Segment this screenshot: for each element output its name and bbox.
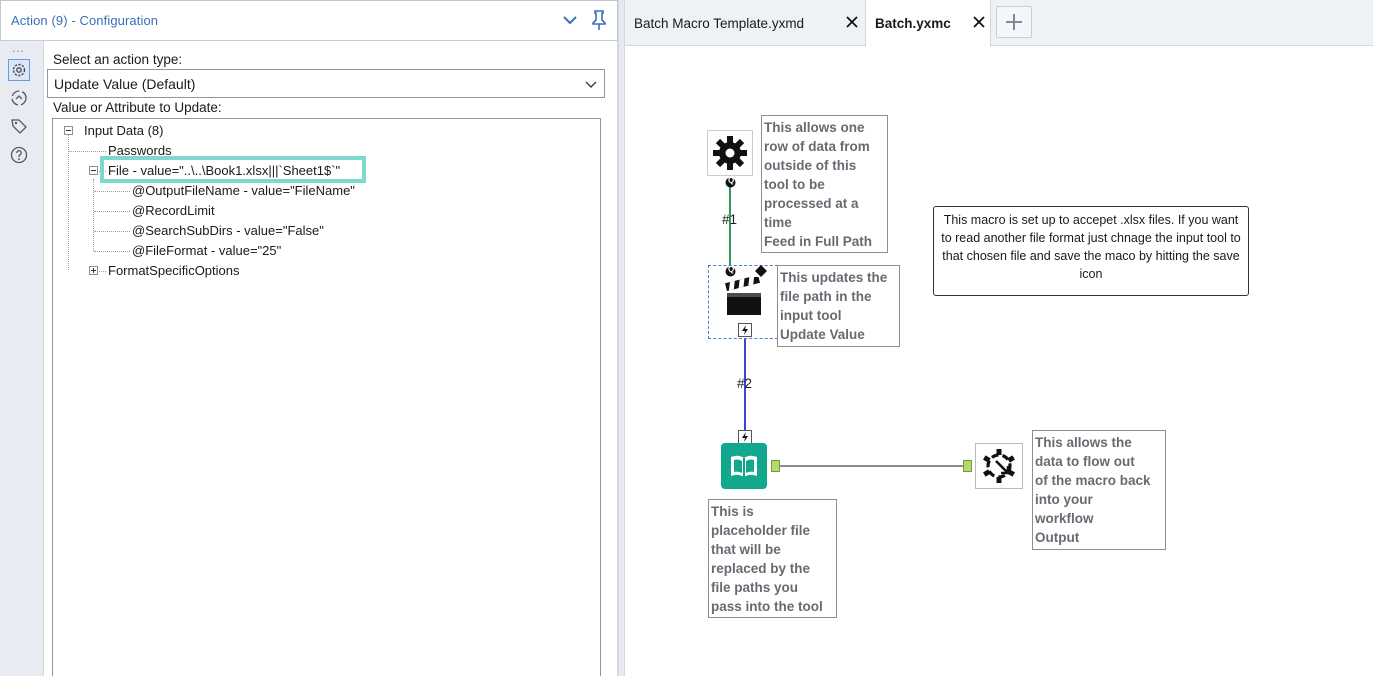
q-anchor-label: Q	[728, 176, 735, 185]
config-body: Select an action type: Update Value (Def…	[44, 41, 617, 676]
input-data-annotation: This is placeholder file that will be re…	[708, 499, 837, 618]
tree-node-file[interactable]: File - value="..\..\Book1.xlsx|||`Sheet1…	[108, 163, 341, 178]
tree-line	[68, 135, 69, 270]
attribute-tree[interactable]: Input Data (8) Passwords File - value=".…	[52, 118, 601, 676]
collapse-toggle[interactable]	[64, 126, 73, 135]
gear-icon	[707, 130, 753, 176]
control-parameter-annotation: This allows one row of data from outside…	[761, 115, 888, 253]
tree-line	[94, 191, 130, 192]
pin-icon[interactable]	[589, 9, 609, 31]
connection-progress-icon[interactable]	[8, 87, 30, 109]
tree-node-output-file-name[interactable]: @OutputFileName - value="FileName"	[132, 183, 355, 198]
tree-node-search-subdirs[interactable]: @SearchSubDirs - value="False"	[132, 223, 324, 238]
tree-node-file-format[interactable]: @FileFormat - value="25"	[132, 243, 282, 258]
action-type-label: Select an action type:	[53, 52, 183, 67]
plus-icon	[1006, 14, 1022, 30]
connection-label-2: #2	[737, 376, 753, 391]
tab-label: Batch Macro Template.yxmd	[634, 16, 805, 31]
close-icon[interactable]	[972, 15, 986, 29]
input-anchor[interactable]	[963, 460, 972, 472]
gear-arrow-icon	[983, 449, 1015, 483]
control-parameter-tool[interactable]	[706, 129, 754, 177]
config-icon-rail: ...	[0, 41, 44, 676]
connection-label-1: #1	[722, 212, 738, 227]
tree-line	[94, 231, 130, 232]
macro-output-annotation: This allows the data to flow out of the …	[1032, 430, 1166, 550]
chevron-down-icon[interactable]	[561, 11, 579, 29]
configuration-gear-icon[interactable]	[8, 59, 30, 81]
annotation-tag-icon[interactable]	[8, 115, 30, 137]
config-title: Action (9) - Configuration	[11, 13, 159, 28]
macro-output-tool[interactable]	[975, 443, 1023, 489]
tab-batch-macro-template[interactable]: Batch Macro Template.yxmd	[625, 0, 865, 46]
tree-node-format-specific-options[interactable]: FormatSpecificOptions	[108, 263, 240, 278]
add-tab-button[interactable]	[996, 6, 1032, 38]
tab-batch-yxmc[interactable]: Batch.yxmc	[865, 0, 991, 47]
tab-label: Batch.yxmc	[875, 16, 951, 31]
selected-file-highlight	[100, 156, 366, 183]
tree-line	[99, 271, 106, 272]
connection-lines	[729, 187, 967, 467]
clapperboard-icon	[725, 277, 761, 315]
input-data-tool[interactable]	[721, 443, 767, 489]
action-tool[interactable]	[720, 274, 768, 322]
config-header: Action (9) - Configuration	[0, 0, 618, 41]
rail-overflow-dots[interactable]: ...	[12, 41, 26, 55]
tree-line	[94, 211, 130, 212]
tree-node-passwords[interactable]: Passwords	[108, 143, 172, 158]
q-anchor[interactable]: Q	[725, 176, 736, 191]
help-question-icon[interactable]	[8, 144, 30, 166]
chevron-down-icon	[585, 81, 597, 89]
tree-node-input-data[interactable]: Input Data (8)	[84, 123, 164, 138]
workflow-tab-bar: Batch Macro Template.yxmd Batch.yxmc	[625, 0, 1373, 47]
workflow-canvas[interactable]: Q This allows one row of data from outsi…	[625, 47, 1373, 676]
output-anchor[interactable]	[771, 460, 780, 472]
action-annotation: This updates the file path in the input …	[777, 265, 900, 347]
lightning-anchor-icon[interactable]	[738, 323, 752, 337]
update-value-label: Value or Attribute to Update:	[53, 100, 222, 115]
book-icon	[731, 455, 757, 477]
action-type-select[interactable]: Update Value (Default)	[47, 69, 605, 98]
collapse-toggle[interactable]	[89, 166, 98, 175]
tree-node-record-limit[interactable]: @RecordLimit	[132, 203, 215, 218]
q-anchor-label: Q	[728, 265, 735, 274]
panel-splitter[interactable]	[618, 0, 625, 676]
tree-line	[94, 251, 130, 252]
close-icon[interactable]	[845, 15, 859, 29]
tree-line	[93, 179, 94, 251]
q-anchor[interactable]: Q	[725, 265, 736, 280]
lightning-anchor-icon[interactable]	[738, 430, 752, 444]
diamond-anchor-icon[interactable]	[754, 264, 768, 278]
tree-line	[69, 151, 106, 152]
comment-box[interactable]: This macro is set up to accepet .xlsx fi…	[933, 206, 1249, 296]
action-type-value: Update Value (Default)	[54, 76, 196, 92]
configuration-panel: Action (9) - Configuration ...	[0, 0, 618, 676]
expand-toggle[interactable]	[89, 266, 98, 275]
